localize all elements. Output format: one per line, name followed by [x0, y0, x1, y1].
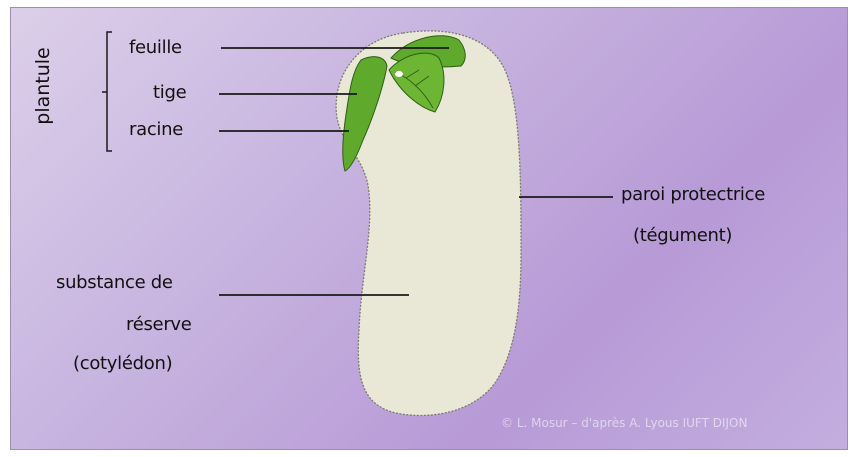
label-substance-de: substance de — [56, 272, 173, 293]
label-tige: tige — [153, 82, 186, 103]
label-racine: racine — [129, 119, 183, 140]
label-feuille: feuille — [129, 37, 182, 58]
leaf-highlight — [395, 71, 403, 77]
label-tegument: (tégument) — [633, 225, 732, 246]
label-cotyledon: (cotylédon) — [73, 353, 172, 374]
diagram-frame: plantule feuille tige racine paroi prote… — [10, 7, 848, 450]
copyright-credit: © L. Mosur – d'après A. Lyous IUFT DIJON — [501, 416, 747, 430]
plantule-group-label: plantule — [32, 47, 54, 124]
label-reserve: réserve — [126, 314, 192, 335]
label-paroi-protectrice: paroi protectrice — [621, 184, 765, 205]
plantule-bracket — [102, 32, 112, 151]
